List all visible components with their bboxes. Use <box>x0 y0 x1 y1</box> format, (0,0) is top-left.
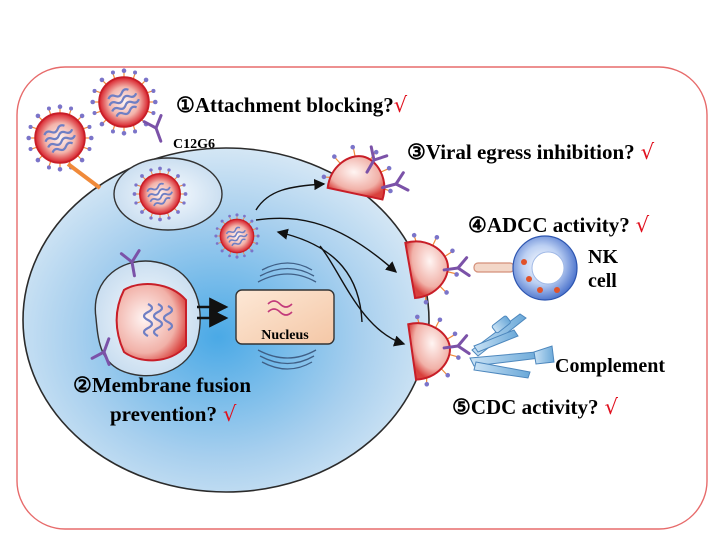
free-virion-1 <box>89 67 159 137</box>
step5-label: ⑤CDC activity?√ <box>452 395 619 419</box>
free-virion-2 <box>25 103 95 173</box>
host-cell <box>22 147 430 493</box>
antibody-label: C12G6 <box>173 137 215 152</box>
egress-arrows <box>255 178 406 347</box>
fusing-genome <box>142 303 174 337</box>
intracellular-virion <box>213 212 261 260</box>
golgi-stack-icon <box>257 262 317 370</box>
endocytosed-virion <box>131 165 189 223</box>
c12g6-antibody-icon <box>142 114 171 146</box>
nucleus-label: Nucleus <box>261 328 309 343</box>
fc-receptor <box>473 262 515 273</box>
attachment-stalk <box>66 162 102 190</box>
outer-frame <box>16 66 708 530</box>
step4-label: ④ADCC activity?√ <box>468 213 650 237</box>
step2-label-line1: ②Membrane fusion <box>73 373 251 397</box>
nk-label-line2: cell <box>588 270 617 292</box>
nk-cell-icon <box>512 235 578 301</box>
step1-label: ①Attachment blocking?√ <box>176 93 408 117</box>
step3-label: ③Viral egress inhibition?√ <box>407 140 655 164</box>
fusion-to-nucleus-arrow <box>197 297 229 328</box>
dna-icon <box>267 300 293 316</box>
nucleus <box>235 289 335 345</box>
step2-label-line2: prevention?√ <box>110 402 237 426</box>
complement-icon <box>469 313 555 379</box>
nk-label-line1: NK <box>588 246 618 268</box>
complement-label: Complement <box>555 355 665 377</box>
